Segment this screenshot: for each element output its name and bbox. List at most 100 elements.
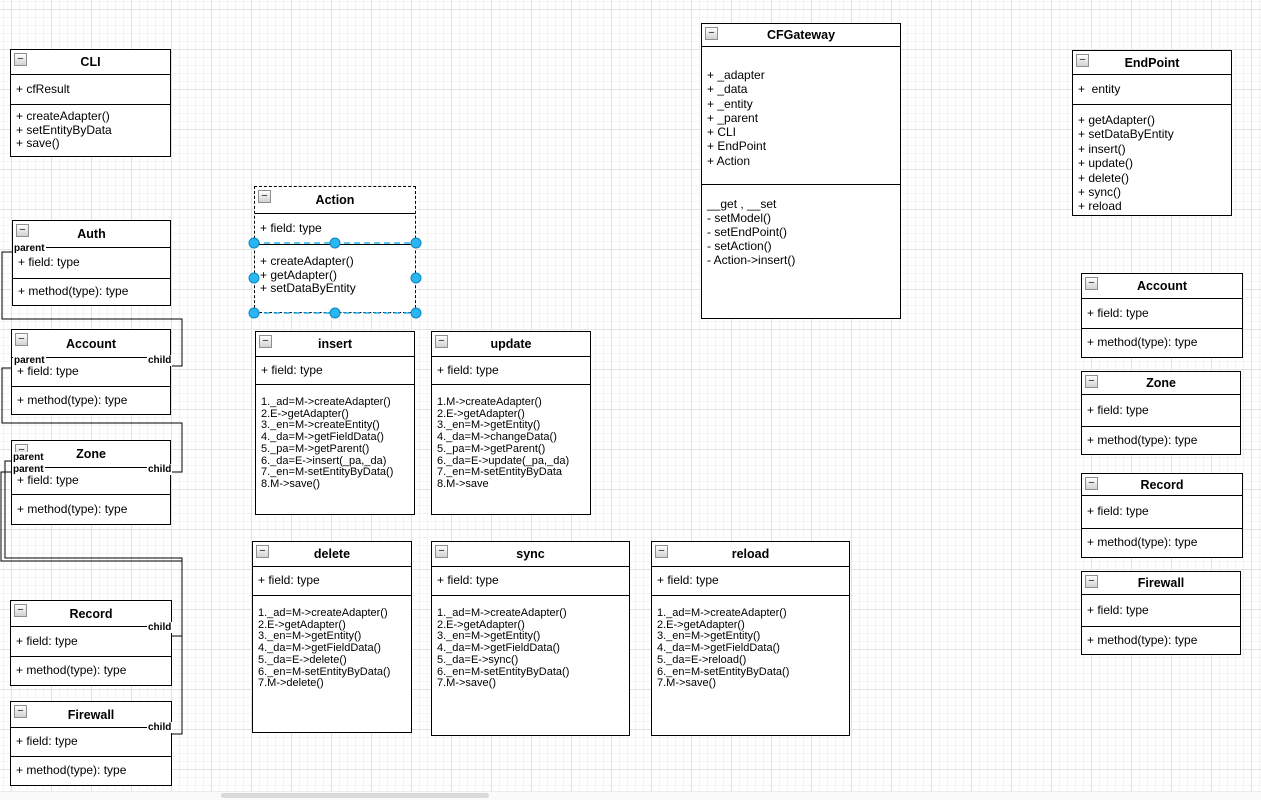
method-line: 1._ad=M->createAdapter() [657, 607, 787, 619]
class-name: Firewall [1137, 576, 1185, 590]
class-title: −insert [256, 332, 414, 356]
fields-compartment: + cfResult [11, 74, 170, 104]
class-name: Account [66, 336, 116, 351]
collapse-icon[interactable]: − [1085, 375, 1098, 388]
method-line: + getAdapter() [1078, 113, 1156, 127]
class-firewall-right[interactable]: −Firewall+ field: type+ method(type): ty… [1081, 571, 1241, 655]
fields-compartment: + field: type [652, 566, 849, 595]
collapse-icon[interactable]: − [435, 335, 448, 348]
field-line: + _adapter [707, 68, 765, 82]
field-line: + field: type [17, 473, 79, 488]
collapse-icon[interactable]: − [14, 604, 27, 617]
class-firewall-left[interactable]: −Firewall+ field: type+ method(type): ty… [10, 701, 172, 786]
collapse-icon[interactable]: − [14, 705, 27, 718]
method-line: + getAdapter() [260, 267, 338, 282]
field-line: + CLI [707, 125, 737, 140]
field-line: + field: type [258, 573, 320, 588]
class-title: − Account [1082, 274, 1242, 298]
class-name: Account [1137, 279, 1187, 293]
class-name: sync [516, 547, 545, 561]
method-line: - Action->insert() [707, 253, 796, 267]
method-line: + method(type): type [1087, 432, 1198, 447]
method-line: + createAdapter() [260, 254, 354, 268]
method-line: - setAction() [707, 239, 772, 253]
class-name: Auth [77, 227, 106, 241]
methods-compartment: 1.M->createAdapter()2.E->getAdapter()3._… [432, 384, 590, 514]
class-title: − Auth [13, 221, 170, 247]
edge-label-parent: parent [13, 355, 46, 366]
method-line: 2.E->getAdapter() [437, 407, 525, 420]
method-line: 5._pa=M->getParent() [437, 442, 546, 455]
method-line: 4._da=M->getFieldData() [437, 642, 560, 655]
method-line: 3._en=M->getEntity() [437, 419, 541, 432]
collapse-icon[interactable]: − [258, 190, 271, 203]
edge-label-parent: parent [12, 452, 45, 463]
collapse-icon[interactable]: − [1085, 575, 1098, 588]
collapse-icon[interactable]: − [705, 27, 718, 40]
collapse-icon[interactable]: − [256, 545, 269, 558]
selection-handle[interactable] [410, 307, 422, 319]
collapse-icon[interactable]: − [1076, 54, 1089, 67]
class-record-left[interactable]: −Record+ field: type+ method(type): type [10, 600, 172, 686]
methods-compartment: + method(type): type [1082, 626, 1240, 654]
collapse-icon[interactable]: − [259, 335, 272, 348]
collapse-icon[interactable]: − [655, 545, 668, 558]
collapse-icon[interactable]: − [1085, 477, 1098, 490]
selection-handle[interactable] [248, 237, 260, 249]
horizontal-scrollbar-thumb[interactable] [221, 793, 489, 798]
collapse-icon[interactable]: − [16, 224, 29, 237]
class-cfgateway[interactable]: − CFGateway + _adapter+ _data+ _entity+ _p… [701, 23, 901, 319]
method-line: 3._en=M->getEntity() [437, 630, 541, 643]
class-account-left[interactable]: −Account+ field: type+ method(type): typ… [11, 329, 171, 415]
selection-handle[interactable] [248, 307, 260, 319]
method-line: 7.M->save() [437, 677, 496, 690]
class-account-right[interactable]: −Account+ field: type+ method(type): typ… [1081, 273, 1243, 358]
collapse-icon[interactable]: − [15, 333, 28, 346]
edge-auth-parent-to-account-child[interactable] [1, 251, 183, 367]
class-title: −Zone [12, 441, 170, 467]
collapse-icon[interactable]: − [1085, 277, 1098, 290]
class-action[interactable]: −Action+ field: type+ createAdapter()+ g… [254, 186, 416, 313]
selection-handle[interactable] [329, 237, 341, 249]
field-line: + EndPoint [707, 139, 767, 154]
class-endpoint[interactable]: −EndPoint+ entity+ getAdapter()+ setData… [1072, 50, 1232, 216]
class-auth[interactable]: −Auth+ field: type+ method(type): type [12, 220, 171, 306]
edge-account-parent-to-zone-child[interactable] [1, 367, 183, 473]
fields-compartment: + _adapter+ _data+ _entity+ _parent+ CLI… [702, 46, 900, 184]
fields-compartment: + field: type [432, 566, 629, 595]
methods-compartment: 1._ad=M->createAdapter()2.E->getAdapter(… [432, 595, 629, 735]
method-line: + method(type): type [1087, 535, 1198, 550]
collapse-icon[interactable]: − [14, 53, 27, 66]
class-record-right[interactable]: −Record + field: type + method(type): type [1081, 473, 1243, 558]
class-name: CFGateway [766, 28, 836, 42]
selection-handle[interactable] [329, 307, 341, 319]
method-line: 4._da=M->getFieldData() [261, 431, 384, 444]
collapse-icon[interactable]: − [435, 545, 448, 558]
edge-zone-parent-to-record-child[interactable] [4, 460, 183, 637]
selection-handle[interactable] [248, 272, 260, 284]
method-line: + delete() [1078, 170, 1130, 185]
method-line: 8.M->save() [261, 477, 320, 490]
method-line: + createAdapter() [16, 109, 110, 124]
horizontal-scrollbar-track[interactable] [0, 791, 1261, 800]
method-line: + sync() [1078, 185, 1122, 200]
methods-compartment: __get , __set- setModel()- setEndPoint()… [702, 184, 900, 318]
class-cli[interactable]: −CLI+ cfResult+ createAdapter()+ setEnti… [10, 49, 171, 157]
class-zone-right[interactable]: −Zone+ field: type+ method(type): type [1081, 371, 1241, 455]
class-title: −Record [1082, 474, 1242, 495]
selection-handle[interactable] [410, 272, 422, 284]
method-line: 5._da=E->reload() [657, 653, 747, 666]
edge-zone-parent-to-firewall-child[interactable] [0, 471, 183, 735]
field-line: + field: type [1087, 504, 1149, 519]
selection-handle[interactable] [410, 237, 422, 249]
field-line: + _entity [707, 96, 753, 111]
